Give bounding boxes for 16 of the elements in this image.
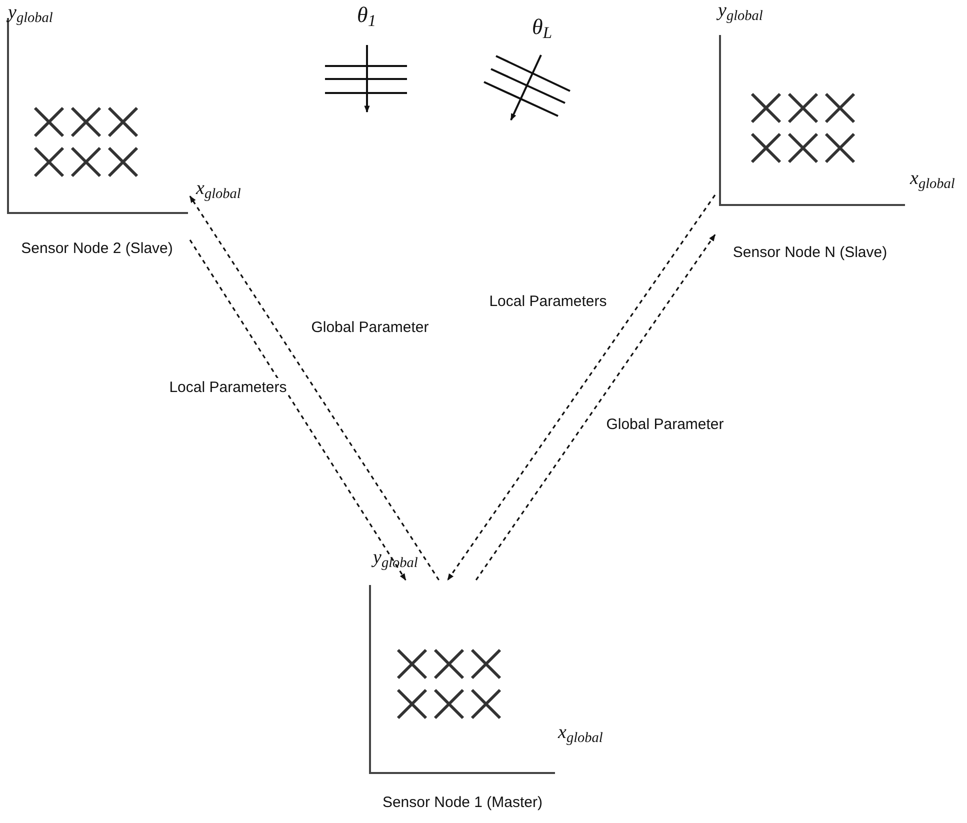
node-caption: Sensor Node 1 (Master) — [381, 793, 544, 812]
angle-label: θ$_{1}$ — [357, 2, 376, 28]
dashed-arrow — [447, 194, 716, 581]
axis-label: x$_{global}$ — [910, 168, 955, 190]
edge-label: Local Parameters — [168, 378, 288, 398]
axis-label: y$_{global}$ — [718, 0, 763, 22]
dashed-arrow — [189, 239, 406, 581]
node-caption: Sensor Node 2 (Slave) — [20, 239, 174, 258]
axis-label: y$_{global}$ — [8, 2, 53, 24]
axis-label: y$_{global}$ — [373, 547, 418, 569]
node-caption: Sensor Node N (Slave) — [732, 243, 888, 262]
dashed-arrow — [189, 196, 440, 580]
axis-label: x$_{global}$ — [558, 722, 603, 744]
axis-label: x$_{global}$ — [196, 178, 241, 200]
angle-label: θ$_{L}$ — [532, 14, 552, 40]
dashed-arrow — [475, 234, 716, 580]
